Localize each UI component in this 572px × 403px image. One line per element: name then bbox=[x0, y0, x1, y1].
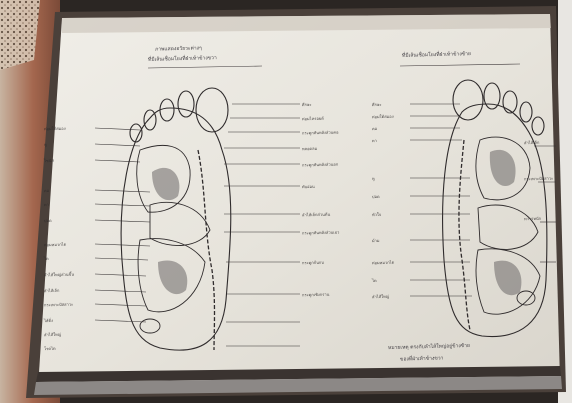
right-label: ต่อมหมวกไต bbox=[372, 260, 394, 266]
right-label: ไต bbox=[372, 278, 377, 283]
left-label: ศีรษะ bbox=[302, 102, 312, 107]
left-label: กระดูกสันหลังส่วนอก bbox=[302, 162, 338, 168]
right-label: ตา bbox=[372, 138, 377, 143]
left-label: ต่อมใต้สมอง bbox=[44, 126, 66, 132]
left-label: ต่อมหมวกไต bbox=[44, 242, 66, 248]
right-caption-line-2: ของที่ฝ่าเท้าข้างขวา bbox=[400, 355, 444, 362]
left-label: กระดูกสันหลังส่วนคอ bbox=[302, 130, 339, 136]
left-label: ลำไส้เล็กส่วนต้น bbox=[302, 212, 330, 218]
right-label: ลำไส้ใหญ่ bbox=[372, 294, 389, 299]
left-label: หลอดลม bbox=[302, 146, 317, 151]
right-label: ต่อมใต้สมอง bbox=[372, 114, 394, 120]
left-label: กระดูกสันหลังส่วนเอว bbox=[302, 230, 340, 236]
right-label: ม้าม bbox=[372, 238, 380, 243]
left-label: ปอด bbox=[44, 218, 52, 223]
left-label: ตับอ่อน bbox=[302, 184, 315, 189]
right-label: ทวารหนัก bbox=[524, 216, 541, 221]
right-label: ปอด bbox=[372, 194, 380, 199]
right-label: กระเพาะปัสสาวะ bbox=[524, 176, 553, 182]
left-label: ลำไส้ใหญ่ส่วนขึ้น bbox=[44, 272, 74, 278]
left-label: กระดูกก้นกบ bbox=[302, 260, 324, 266]
left-label: คอ bbox=[44, 188, 49, 193]
left-label: ไซนัส bbox=[44, 158, 54, 163]
right-label: ศีรษะ bbox=[372, 102, 382, 107]
chart-paper bbox=[38, 14, 560, 388]
left-label: ลำไส้ใหญ่ bbox=[44, 332, 61, 337]
right-label: ลำไส้เล็ก bbox=[524, 140, 540, 145]
left-label: ลำไส้เล็ก bbox=[44, 288, 60, 293]
left-label: ตา bbox=[44, 202, 49, 207]
left-label: ต่อมไทรอยด์ bbox=[302, 116, 324, 122]
left-label: หู bbox=[44, 142, 47, 147]
left-label: โรคไต bbox=[44, 346, 56, 351]
left-title-line-1: ภาพแสดงอวัยวะต่างๆ bbox=[155, 45, 202, 52]
left-label: ไต bbox=[44, 256, 49, 261]
right-label: คอ bbox=[372, 126, 377, 131]
right-label: หู bbox=[372, 176, 375, 181]
left-label: กระเพาะปัสสาวะ bbox=[44, 302, 73, 308]
right-label: หัวใจ bbox=[372, 212, 381, 217]
left-label: กระดูกเชิงกราน bbox=[302, 292, 329, 298]
left-label: ไส้ติ่ง bbox=[44, 318, 53, 323]
